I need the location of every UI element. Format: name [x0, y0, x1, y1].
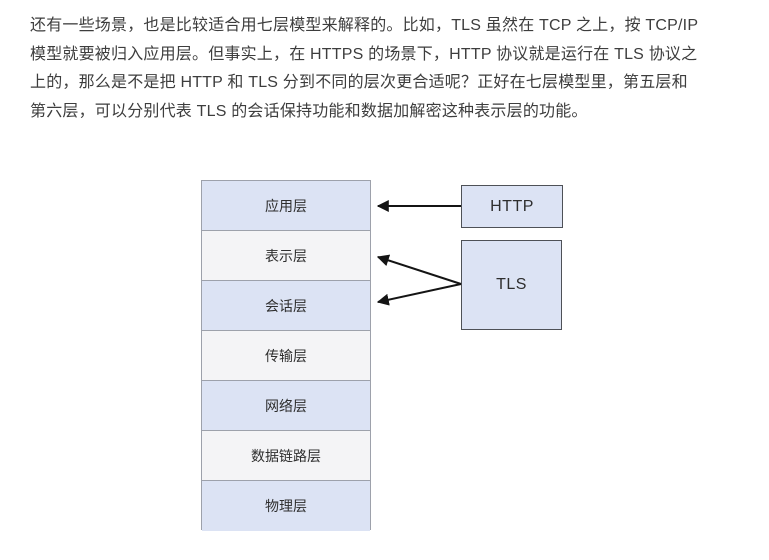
layer-label: 传输层	[265, 347, 307, 364]
http-box: HTTP	[461, 185, 563, 228]
layer-network: 网络层	[202, 381, 370, 431]
paragraph-line-3: 上的，那么是不是把 HTTP 和 TLS 分到不同的层次更合适呢？正好在七层模型…	[30, 74, 688, 91]
arrow-tls-to-presentation	[376, 254, 462, 285]
paragraph-line-2: 模型就要被归入应用层。但事实上，在 HTTPS 的场景下，HTTP 协议就是运行…	[30, 45, 698, 63]
layer-label: 物理层	[265, 498, 307, 514]
layer-datalink: 数据链路层	[202, 431, 370, 481]
layer-label: 会话层	[265, 297, 307, 314]
layer-session: 会话层	[202, 281, 370, 331]
http-box-label: HTTP	[490, 197, 534, 215]
article-paragraph: 还有一些场景，也是比较适合用七层模型来解释的。比如，TLS 虽然在 TCP 之上…	[30, 12, 746, 126]
osi-layer-stack: 应用层 表示层 会话层 传输层 网络层 数据链路层 物理层	[201, 180, 371, 531]
layer-label: 应用层	[265, 197, 307, 214]
layer-application: 应用层	[202, 181, 370, 231]
arrow-tls-to-session	[376, 283, 462, 306]
tls-box-label: TLS	[496, 276, 527, 293]
layer-label: 数据链路层	[251, 447, 321, 464]
paragraph-line-4: 第六层，可以分别代表 TLS 的会话保持功能和数据加解密这种表示层的功能。	[30, 102, 588, 120]
layer-presentation: 表示层	[202, 231, 370, 281]
tls-box: TLS	[461, 240, 562, 330]
paragraph-line-1: 还有一些场景，也是比较适合用七层模型来解释的。比如，TLS 虽然在 TCP 之上…	[30, 17, 699, 34]
layer-transport: 传输层	[202, 331, 370, 381]
layer-label: 表示层	[265, 247, 307, 264]
layer-physical: 物理层	[202, 481, 370, 531]
layer-label: 网络层	[265, 397, 307, 414]
